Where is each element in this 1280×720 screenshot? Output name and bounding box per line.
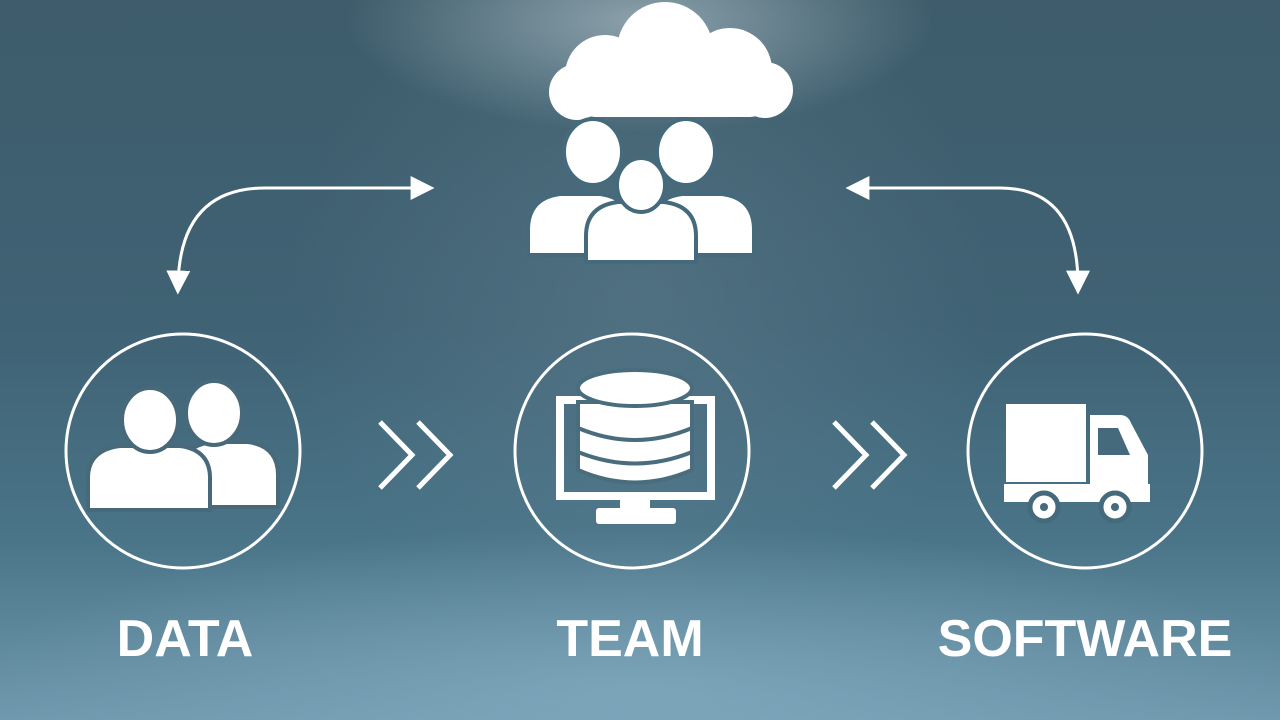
- people-pair-icon: [86, 379, 280, 512]
- chevron-right-double-icon-2: [832, 420, 908, 490]
- data-node-circle: [64, 332, 302, 570]
- cloud-icon: [549, 2, 793, 120]
- people-group-icon: [526, 117, 756, 264]
- software-label: SOFTWARE: [937, 610, 1233, 668]
- team-label: TEAM: [556, 610, 704, 668]
- chevron-right-double-icon-1: [378, 420, 454, 490]
- data-label: DATA: [116, 610, 254, 668]
- team-node-circle: [513, 332, 751, 570]
- database-monitor-icon: [556, 368, 715, 524]
- right-curved-arrow: [845, 176, 1090, 295]
- delivery-truck-icon: [1004, 404, 1150, 524]
- left-curved-arrow: [166, 176, 435, 295]
- software-node-circle: [966, 332, 1204, 570]
